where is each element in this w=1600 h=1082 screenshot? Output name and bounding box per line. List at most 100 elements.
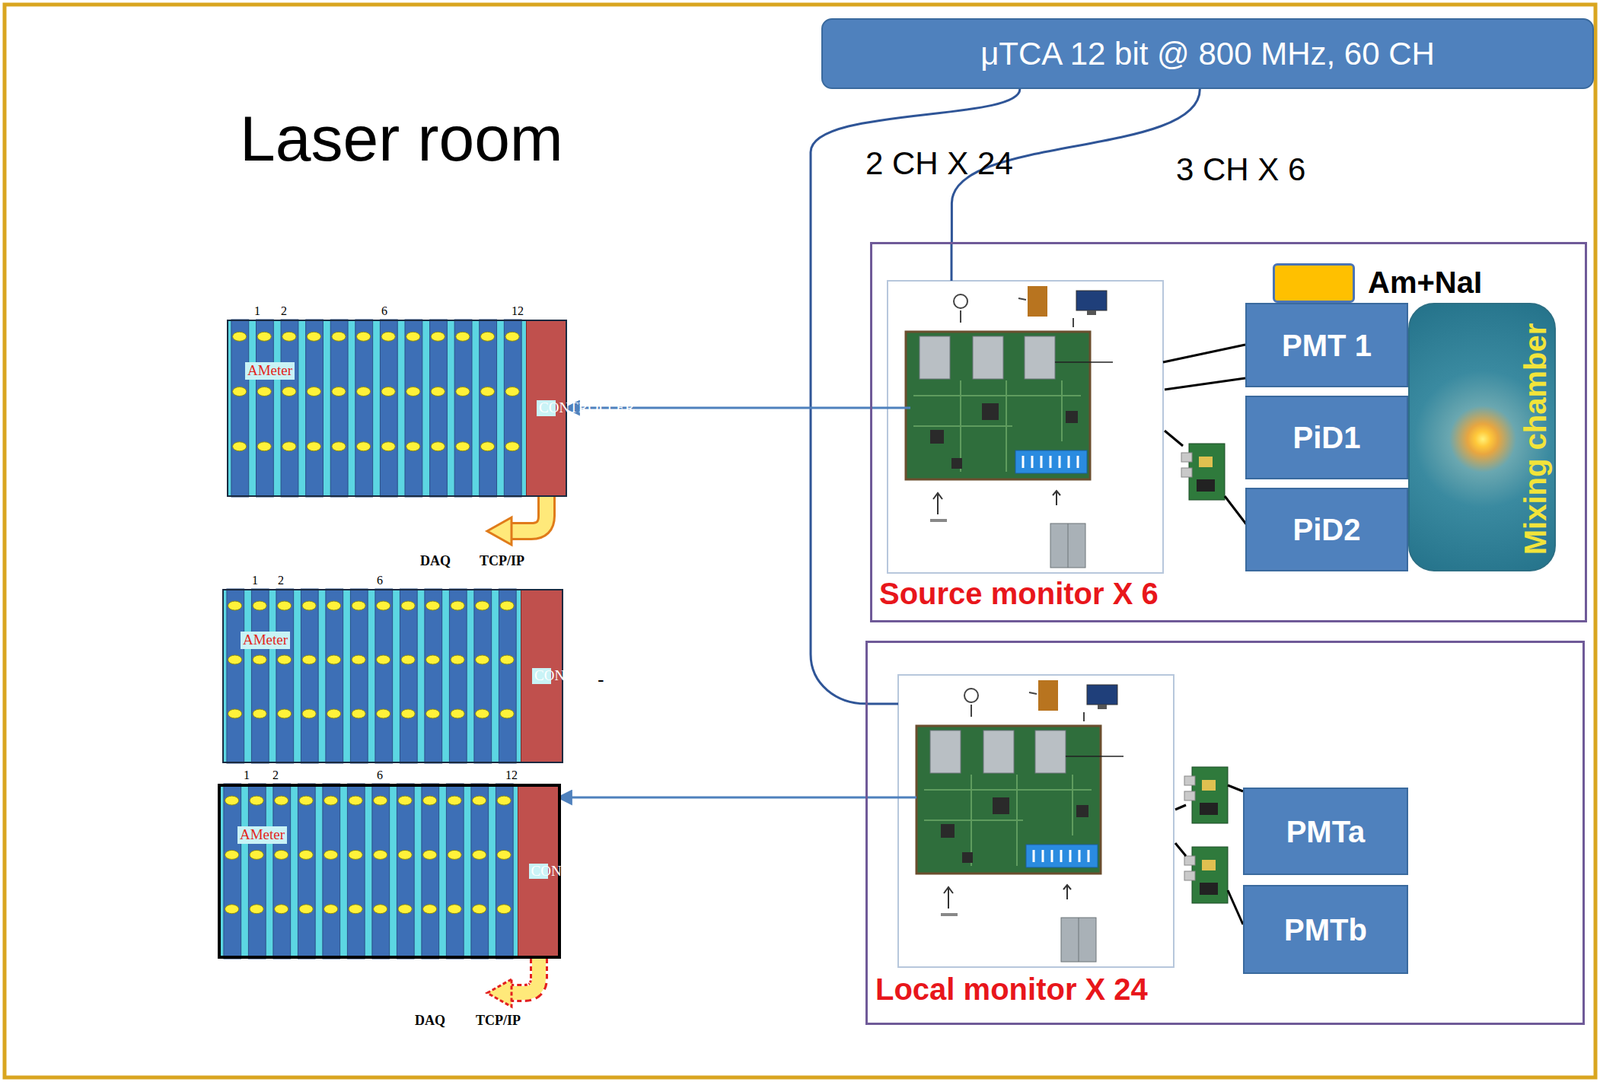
module-led [351, 709, 366, 719]
node-text: Mixing chamber [1518, 323, 1553, 556]
node-text: Local monitor X 24 [875, 972, 1148, 1007]
sensor-plug [1181, 468, 1193, 478]
module-led [331, 442, 346, 452]
icon-arrow [959, 310, 962, 323]
module-led [299, 796, 313, 806]
sensor-board [1184, 847, 1228, 904]
detector-box: PMT 1 [1245, 302, 1409, 388]
node-text: AMeter [245, 362, 295, 380]
module-led [480, 331, 495, 342]
pcb [905, 331, 1091, 480]
module-led [505, 442, 520, 452]
module-led [497, 850, 511, 860]
module-led [455, 387, 470, 397]
module-card [276, 589, 294, 764]
slot-number: 2 [277, 573, 284, 588]
module-led [257, 331, 271, 342]
sensor-board [1184, 767, 1228, 824]
module-led [475, 601, 490, 611]
module-led [327, 601, 342, 611]
module-led [401, 601, 415, 611]
detector-box: PiD2 [1245, 487, 1409, 572]
module-led [351, 655, 366, 665]
data-arrow [508, 497, 547, 532]
connector [565, 407, 871, 410]
daq-label: DAQ [420, 554, 451, 570]
daq-label: TCP/IP [475, 1013, 521, 1030]
module-led [406, 442, 421, 452]
module-led [500, 601, 514, 611]
computer-icon [1076, 290, 1107, 311]
module-led [282, 387, 297, 397]
cable [950, 242, 953, 281]
meter-crate: AMeterCONTROLLER [217, 784, 561, 960]
module-led [426, 709, 440, 719]
chip [1024, 336, 1055, 380]
module-led [373, 905, 388, 915]
module-led [228, 655, 243, 665]
node-text: PiD2 [1293, 513, 1361, 547]
module-card [421, 784, 440, 960]
module-led [472, 850, 487, 860]
module-led [447, 850, 462, 860]
node-text: PMT 1 [1281, 328, 1372, 363]
module-led [348, 850, 363, 860]
module-led [398, 850, 412, 860]
data-arrow-head [487, 517, 512, 546]
module-led [249, 796, 264, 806]
module-led [500, 655, 514, 665]
module-led [277, 601, 292, 611]
module-led [455, 331, 470, 342]
monitor-region: Source monitor X 6Am+NaIPMT 1PiD1PiD2Mix… [870, 242, 1588, 623]
module-card [372, 784, 390, 960]
module-led [324, 850, 338, 860]
module-led [423, 905, 437, 915]
sensor-board [1181, 443, 1225, 501]
room-label: Laser room [239, 106, 564, 171]
module-card [375, 589, 393, 764]
module-led [232, 442, 247, 452]
edge-label: 2 CH X 24 [865, 146, 1014, 182]
bus-banner: μTCA 12 bit @ 800 MHz, 60 CH [821, 18, 1594, 90]
slot-number: 2 [280, 304, 287, 319]
wire [1164, 430, 1183, 447]
module-led [497, 796, 511, 806]
slot-number: 2 [272, 768, 279, 783]
module-led [257, 442, 271, 452]
module-led [282, 442, 297, 452]
module-led [351, 601, 366, 611]
module-card [430, 319, 448, 498]
controller: CONTROLLER [525, 321, 566, 496]
module-led [455, 442, 470, 452]
module-led [450, 601, 465, 611]
module-led [472, 905, 487, 915]
module-led [302, 601, 316, 611]
node-text: PMTa [1286, 815, 1366, 849]
module-card [223, 784, 242, 960]
dash-mark: - [597, 669, 605, 690]
sensor-part [1196, 479, 1215, 492]
module-led [225, 905, 240, 915]
module-led [252, 655, 267, 665]
slot-number: 1 [254, 304, 261, 319]
icon-arrow [933, 493, 943, 515]
wire [1163, 344, 1246, 363]
crate-back [226, 319, 568, 498]
connector-pins [1023, 455, 1078, 469]
data-arrow-head [487, 979, 512, 1008]
module-led [299, 850, 313, 860]
module-led [302, 709, 316, 719]
module-card [322, 784, 341, 960]
module-led [232, 387, 247, 397]
frame [4, 4, 1596, 1078]
node-text: CONTROLLER [536, 400, 556, 417]
module-led [505, 331, 520, 342]
module-led [450, 709, 465, 719]
module-led [376, 709, 391, 719]
node-text: μTCA 12 bit @ 800 MHz, 60 CH [980, 35, 1435, 73]
crate-back [222, 589, 564, 764]
icon-arrow [1018, 298, 1027, 300]
module-led [376, 601, 391, 611]
connector-strip [1015, 450, 1087, 474]
module-card [474, 589, 492, 764]
